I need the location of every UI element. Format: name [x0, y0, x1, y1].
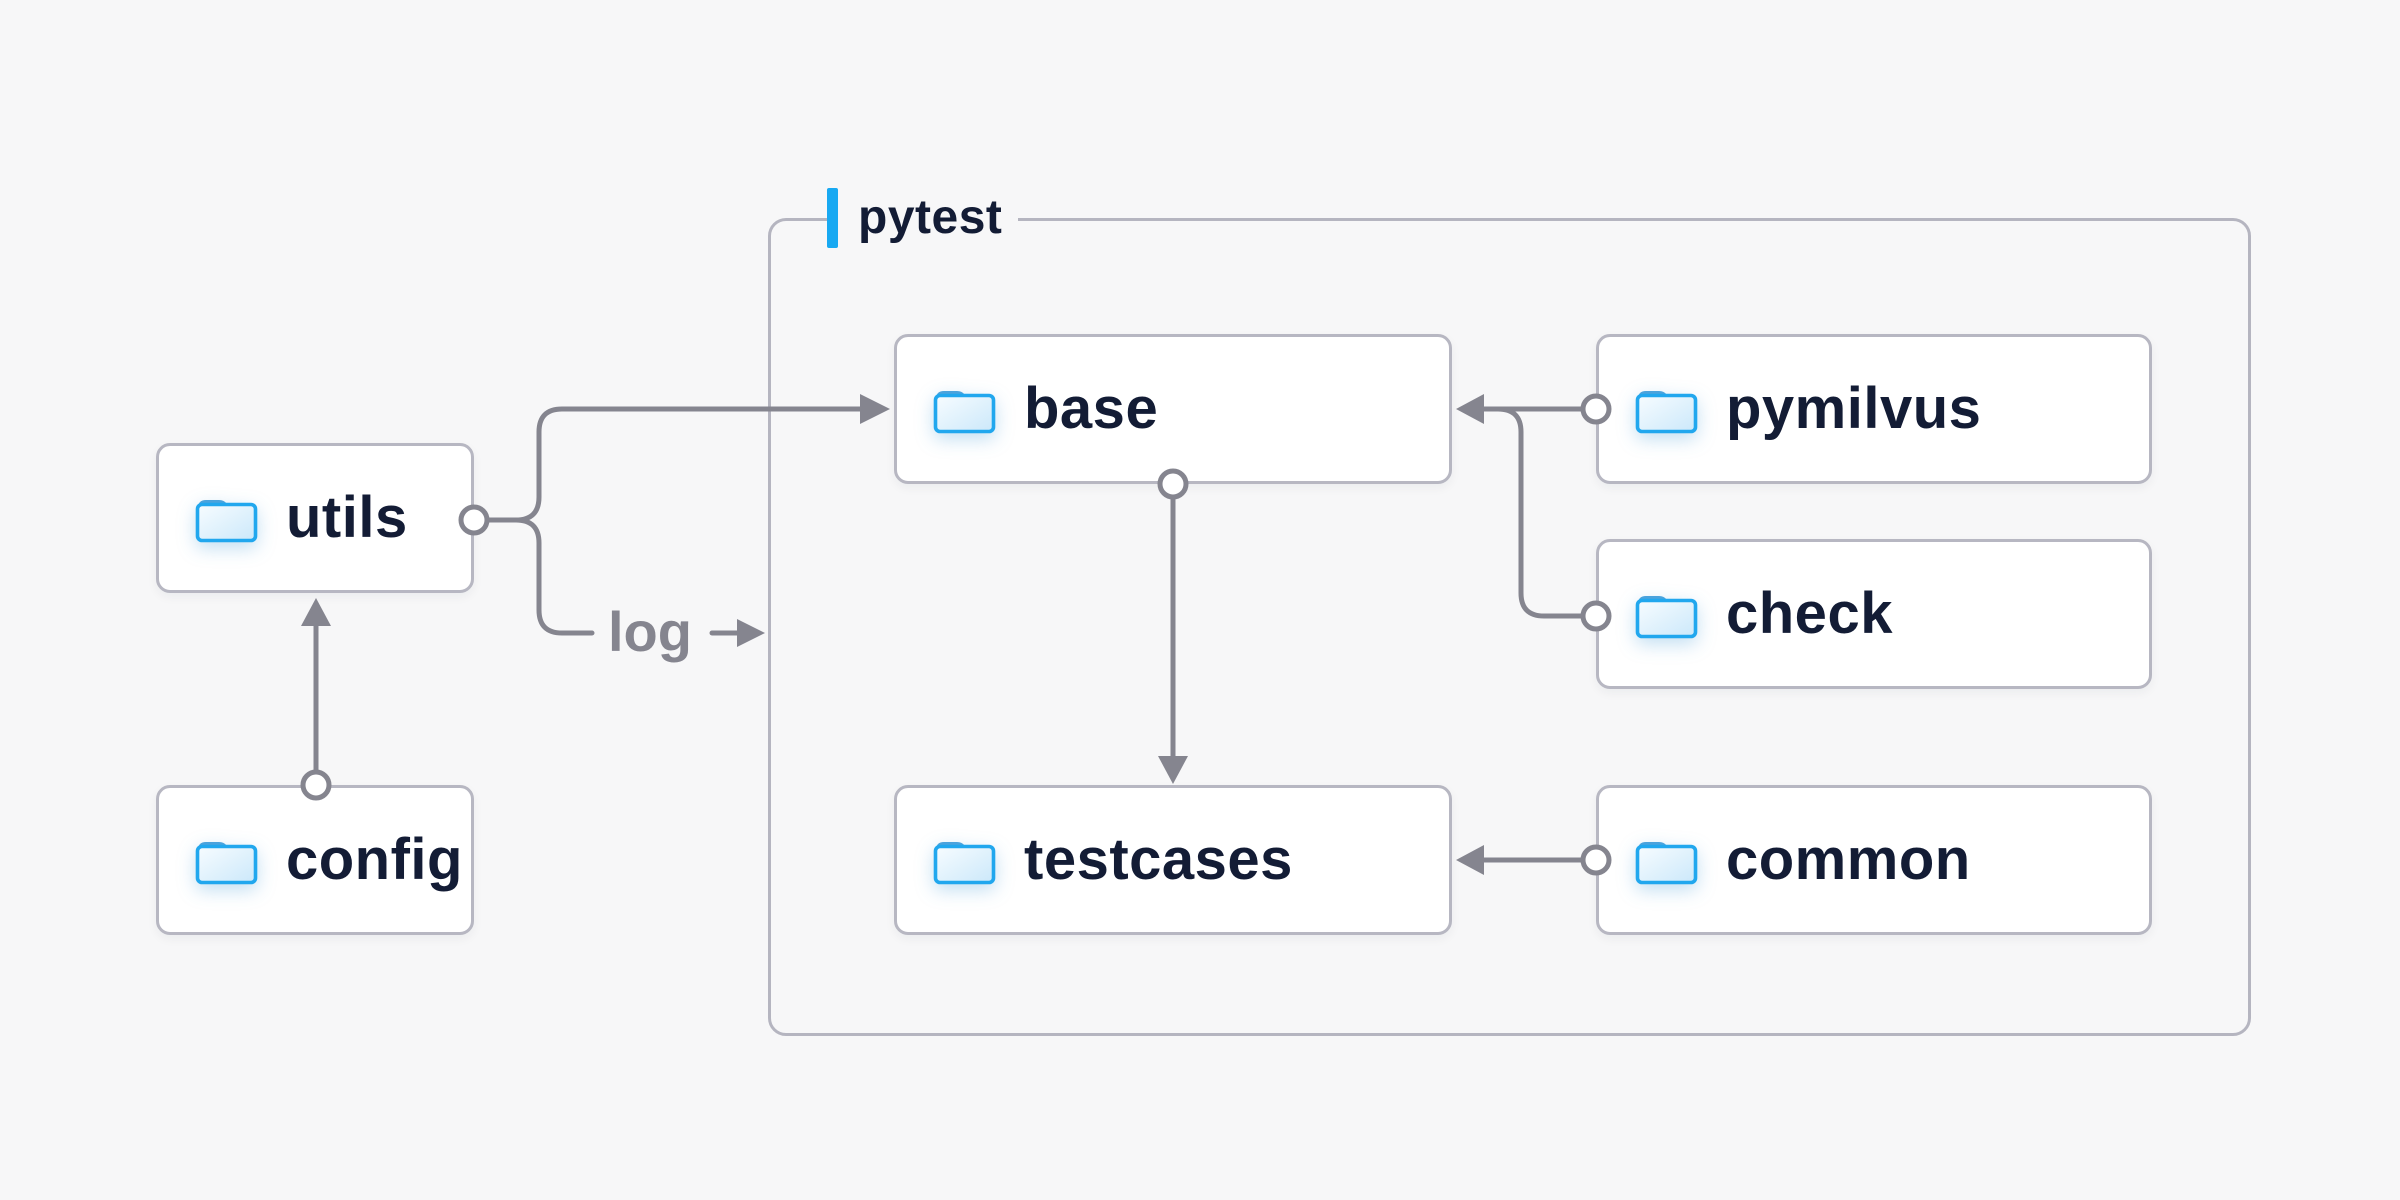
folder-icon [933, 391, 996, 434]
node-label: base [1024, 376, 1159, 441]
node-label: utils [286, 485, 408, 550]
node-label: common [1726, 827, 1971, 892]
node-pymilvus: pymilvus [1596, 334, 2152, 484]
folder-icon [195, 842, 258, 885]
folder-icon [1635, 842, 1698, 885]
node-testcases: testcases [894, 785, 1452, 935]
folder-icon [1635, 596, 1698, 639]
arrowhead-log [737, 619, 765, 647]
folder-icon [933, 842, 996, 885]
node-base: base [894, 334, 1452, 484]
node-check: check [1596, 539, 2152, 689]
edge-label-log: log [608, 599, 692, 663]
node-config: config [156, 785, 474, 935]
node-label: check [1726, 581, 1893, 646]
node-label: testcases [1024, 827, 1293, 892]
accent-bar [827, 188, 838, 248]
arrowhead-config-utils [301, 598, 331, 626]
folder-icon [195, 500, 258, 543]
pytest-group-label: pytest [827, 188, 1019, 248]
node-utils: utils [156, 443, 474, 593]
group-title: pytest [858, 191, 1003, 244]
node-label: config [286, 827, 463, 892]
node-label: pymilvus [1726, 376, 1982, 441]
folder-icon [1635, 391, 1698, 434]
pytest-group-container [768, 218, 2251, 1036]
edge-utils-log [513, 517, 595, 636]
node-common: common [1596, 785, 2152, 935]
